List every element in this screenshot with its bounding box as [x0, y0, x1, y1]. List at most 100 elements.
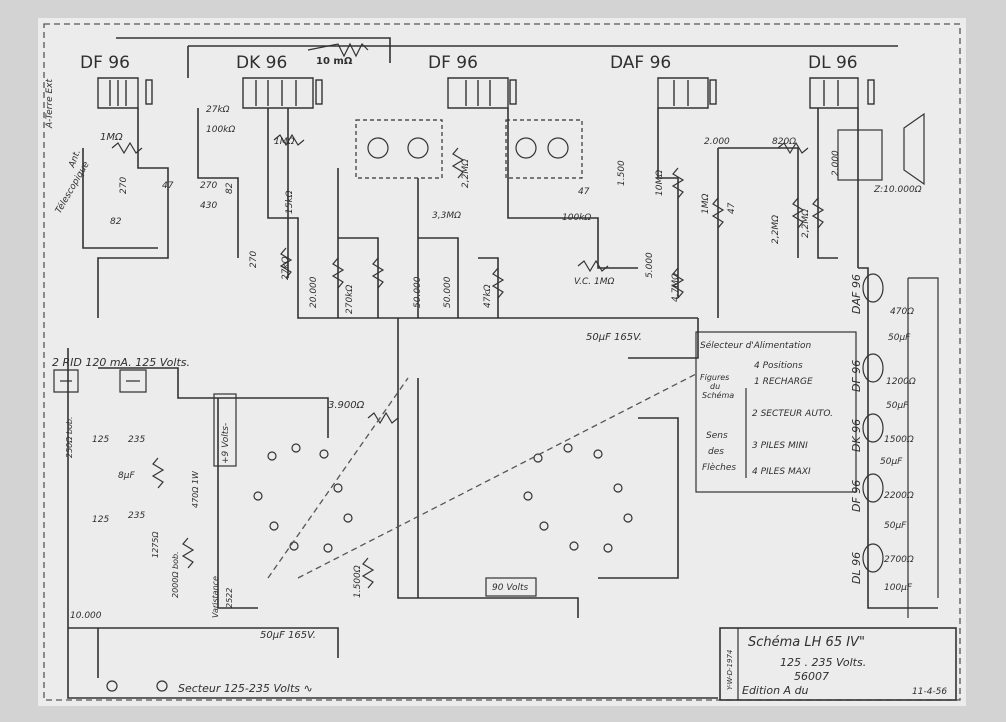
antenna-ext-label: A-Terre Ext	[45, 79, 55, 129]
power-15: 90 Volts	[492, 583, 528, 593]
right-val-7: 2200Ω	[884, 491, 914, 501]
mains-terminal-2	[156, 680, 168, 692]
comp-l-3: 47	[162, 181, 174, 191]
comp-l-11: 270	[249, 251, 259, 268]
comp-m-6: 50.000	[443, 276, 453, 308]
title-schema: Schéma LH 65 IV"	[748, 635, 865, 650]
selector-arrows-1: Sens	[706, 431, 728, 441]
comp-r-7: 2.000	[831, 150, 841, 176]
comp-m-7: 47kΩ	[483, 284, 493, 308]
right-val-9: 2700Ω	[884, 555, 914, 565]
title-edition: Edition A du	[742, 684, 809, 697]
sheet-border	[43, 23, 961, 701]
selector-pos-1: 1 RECHARGE	[754, 377, 813, 387]
selector-note-2: du	[710, 382, 720, 391]
battery-90v	[485, 577, 537, 597]
comp-m-10: 100kΩ	[562, 213, 591, 223]
comp-m-13: 5.000	[645, 252, 655, 278]
schematic-drawing: 10 mΩ DF 96 DK 96 DF 96 DAF 96 DL 96	[43, 23, 961, 701]
power-16: 10.000	[70, 611, 102, 621]
tube-label-2: DK 96	[236, 53, 287, 73]
rectifier-symbols	[53, 369, 147, 393]
right-val-4: 50µF	[886, 401, 909, 411]
comp-l-6: 82	[225, 182, 235, 194]
right-val-3: 1200Ω	[886, 377, 916, 387]
power-3: 8µF	[118, 471, 135, 481]
main-wiring	[67, 108, 938, 699]
comp-r-8: Z:10.000Ω	[873, 185, 922, 195]
filament-2: DF 96	[850, 360, 863, 392]
comp-m-9: 47	[578, 187, 590, 197]
comp-l-9: 1MΩ	[274, 137, 294, 147]
selector-pos-4: 4 PILES MAXI	[752, 467, 811, 477]
selector-arrows-2: des	[708, 447, 724, 457]
selector-pos-3: 3 PILES MINI	[752, 441, 808, 451]
cap-mid-label: 50µF 165V.	[586, 332, 642, 343]
tube-label-1: DF 96	[80, 53, 130, 73]
tube-label-5: DL 96	[808, 53, 858, 73]
comp-m-3: 2,2MΩ	[461, 159, 471, 188]
comp-m-11: V.C. 1MΩ	[574, 277, 614, 287]
selector-note-3: Schéma	[702, 390, 734, 400]
power-5: 235	[128, 511, 145, 521]
comp-r-3: 1MΩ	[701, 194, 711, 214]
selector-title-1: Sélecteur d'Alimentation	[700, 340, 811, 351]
comp-m-1: 20.000	[309, 276, 319, 308]
right-val-10: 100µF	[884, 583, 913, 593]
comp-m-5: 50.000	[413, 276, 423, 308]
power-11: 2522	[225, 588, 234, 608]
right-val-6: 50µF	[880, 457, 903, 467]
right-val-5: 1500Ω	[884, 435, 914, 445]
filament-4: DF 96	[850, 480, 863, 512]
top-resistor-symbol	[307, 42, 369, 58]
right-val-8: 50µF	[884, 521, 907, 531]
right-val-2: 50µF	[888, 333, 911, 343]
power-4: 125	[92, 515, 109, 525]
power-14: +9 Volts-	[221, 423, 231, 464]
tube-label-4: DAF 96	[610, 53, 671, 73]
comp-m-8: 1.500	[617, 160, 627, 186]
comp-r-2: 820Ω	[772, 137, 796, 147]
filament-chain	[862, 273, 939, 618]
power-1: 125	[92, 435, 109, 445]
comp-l-10: 15kΩ	[285, 190, 295, 214]
selector-switch-contacts	[253, 443, 633, 553]
power-2: 235	[128, 435, 145, 445]
comp-l-12: 27kΩ	[281, 256, 291, 280]
battery-9v	[213, 393, 237, 467]
filament-5: DL 96	[850, 552, 863, 584]
power-12: 3.900Ω	[328, 400, 365, 411]
title-side: Y-W-D-1974	[726, 650, 734, 690]
power-8: 2000Ω bob.	[171, 551, 180, 598]
comp-m-12: 10MΩ	[655, 170, 665, 196]
title-block	[719, 627, 957, 701]
power-10: Varistance	[211, 576, 220, 618]
title-date: 11-4-56	[912, 687, 947, 697]
selector-title-2: 4 Positions	[754, 361, 803, 371]
power-13: 1.500Ω	[353, 565, 363, 598]
top-resistor-label: 10 mΩ	[316, 56, 353, 67]
comp-l-4: 270	[200, 181, 217, 191]
power-17: 50µF 165V.	[260, 630, 316, 641]
if-transformers	[355, 112, 925, 186]
comp-m-2: 270kΩ	[345, 285, 355, 314]
comp-m-14: 4,7MΩ	[671, 273, 681, 302]
title-volts: 125 . 235 Volts.	[780, 656, 866, 669]
comp-r-5: 2,2MΩ	[771, 215, 781, 244]
rectifier-label: 2 RID 120 mA. 125 Volts.	[52, 356, 190, 369]
comp-l-8: 27kΩ	[206, 105, 230, 115]
filament-3: DK 96	[850, 419, 863, 452]
comp-r-6: 2,2MΩ	[801, 209, 811, 238]
comp-l-5: 430	[200, 201, 217, 211]
resistor-symbols	[111, 133, 825, 589]
selector-arrows-3: Flèches	[702, 462, 736, 473]
comp-l-1: 1MΩ	[100, 132, 123, 143]
title-number: 56007	[794, 670, 829, 683]
power-9: 470Ω 1W	[191, 470, 200, 508]
selector-note-1: Figures	[700, 373, 729, 382]
comp-r-1: 2.000	[704, 137, 730, 147]
comp-m-4: 3,3MΩ	[432, 211, 461, 221]
filament-1: DAF 96	[850, 274, 863, 314]
tube-label-3: DF 96	[428, 53, 478, 73]
power-7: 1275Ω	[151, 531, 160, 558]
